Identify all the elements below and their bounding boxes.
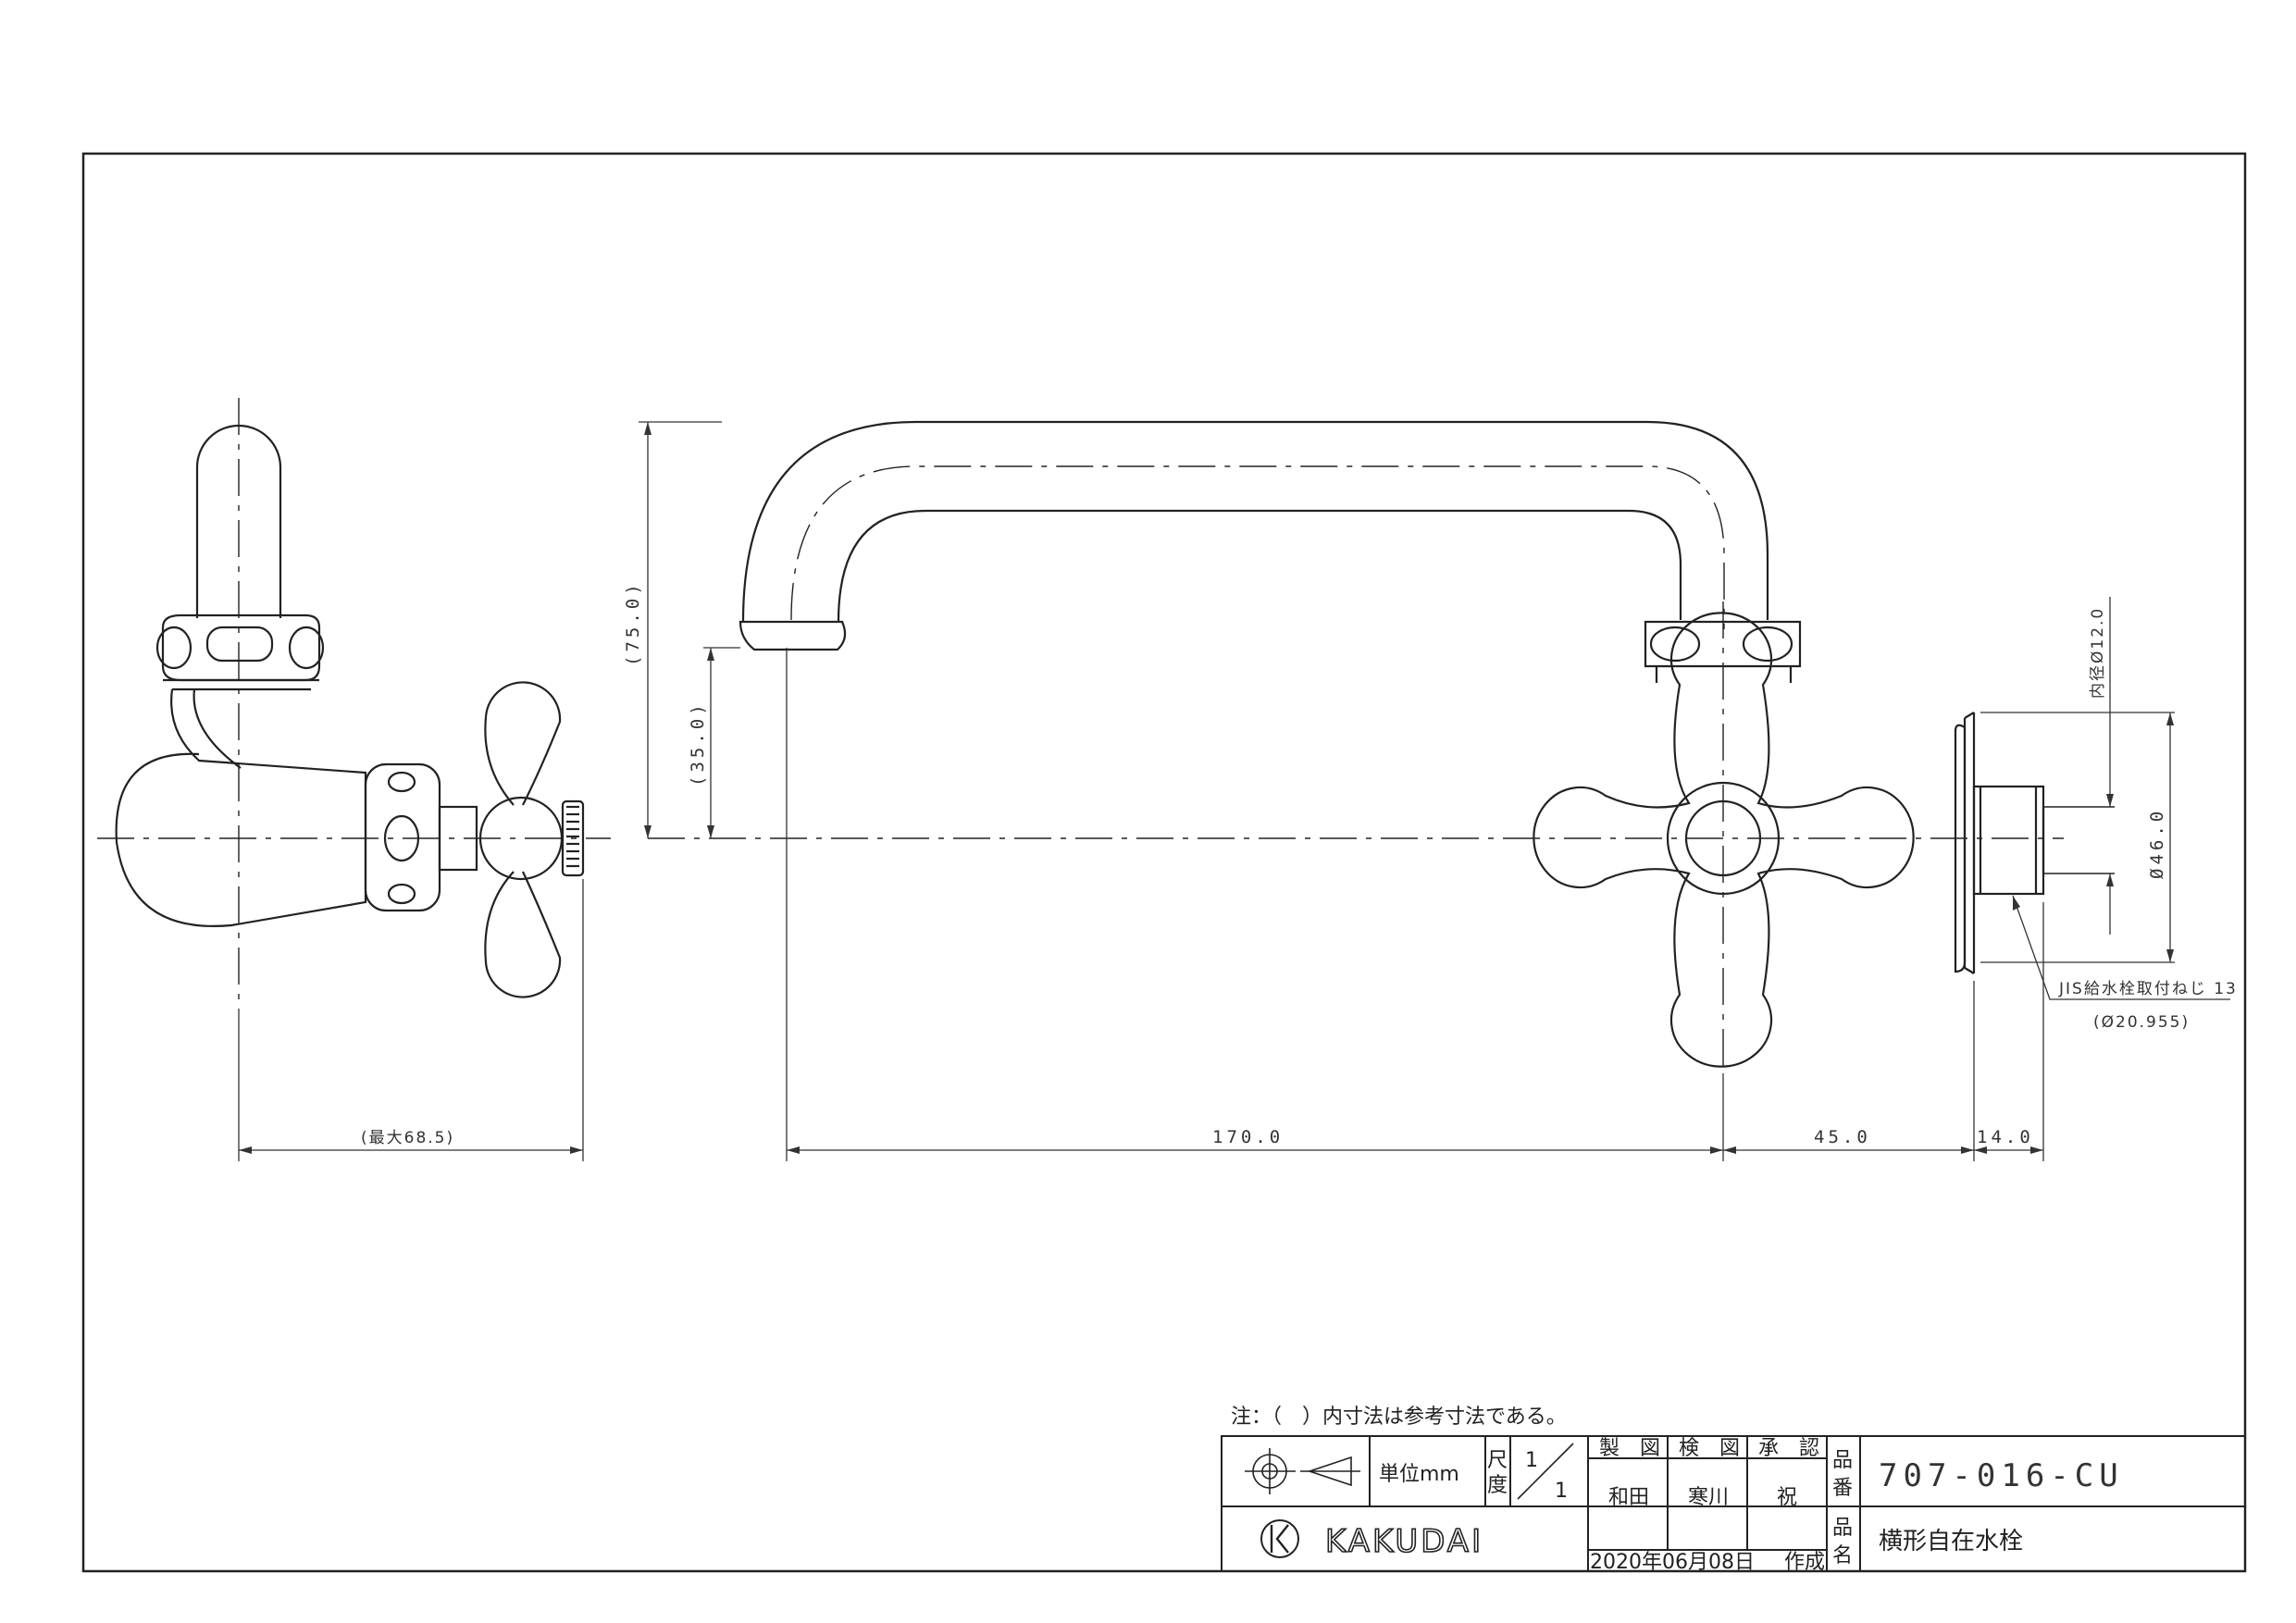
name-label-2: 名	[1832, 1544, 1853, 1567]
checked-label: 検 図	[1679, 1437, 1740, 1460]
part-name: 横形自在水栓	[1879, 1528, 2023, 1555]
kakudai-logo: KAKUDAI	[1260, 1519, 1483, 1561]
approved-by: 祝	[1777, 1486, 1797, 1509]
title-block	[1221, 1435, 2246, 1572]
side-view	[97, 398, 611, 1004]
number-label-2: 番	[1832, 1477, 1853, 1500]
dim-max-depth: (最大68.5)	[361, 1129, 454, 1147]
number-label-1: 品	[1832, 1449, 1853, 1472]
scale-label-1: 尺	[1487, 1449, 1508, 1472]
logo-text: KAKUDAI	[1325, 1523, 1483, 1560]
created-label: 作成	[1784, 1551, 1825, 1574]
reference-note: 注：（ ）内寸法は参考寸法である。	[1231, 1406, 1567, 1429]
name-label-1: 品	[1832, 1517, 1853, 1540]
checked-by: 寒川	[1688, 1486, 1729, 1509]
part-number: 707-016-CU	[1879, 1457, 2124, 1494]
projection-symbol-icon	[1245, 1448, 1360, 1494]
thread-spec: JIS給水栓取付ねじ 13	[2058, 980, 2238, 998]
creation-date: 2020年06月08日	[1590, 1551, 1755, 1574]
dim-height-total: (75.0)	[623, 580, 643, 666]
dim-spout-reach: 170.0	[1212, 1127, 1284, 1147]
scale-label-2: 度	[1487, 1474, 1508, 1497]
front-view	[648, 420, 2115, 1073]
dim-spout-height: (35.0)	[688, 700, 708, 787]
drawn-by: 和田	[1608, 1486, 1649, 1509]
scale-top: 1	[1525, 1449, 1538, 1472]
dimension-arrows	[239, 422, 2174, 1154]
dim-thread-length: 14.0	[1977, 1127, 2034, 1147]
scale-bottom: 1	[1555, 1480, 1568, 1503]
dim-flange-diameter: Ø46.0	[2147, 808, 2167, 879]
thread-diameter: (Ø20.955)	[2093, 1013, 2190, 1032]
dim-wall-to-center: 45.0	[1814, 1127, 1871, 1147]
approved-label: 承 認	[1758, 1437, 1819, 1460]
unit-label: 単位mm	[1379, 1463, 1459, 1486]
drawn-label: 製 図	[1599, 1437, 1660, 1460]
dimension-lines	[238, 421, 2230, 1161]
dim-inner-diameter: 内径Ø12.0	[2089, 607, 2107, 699]
drawing-border	[81, 152, 2247, 1573]
